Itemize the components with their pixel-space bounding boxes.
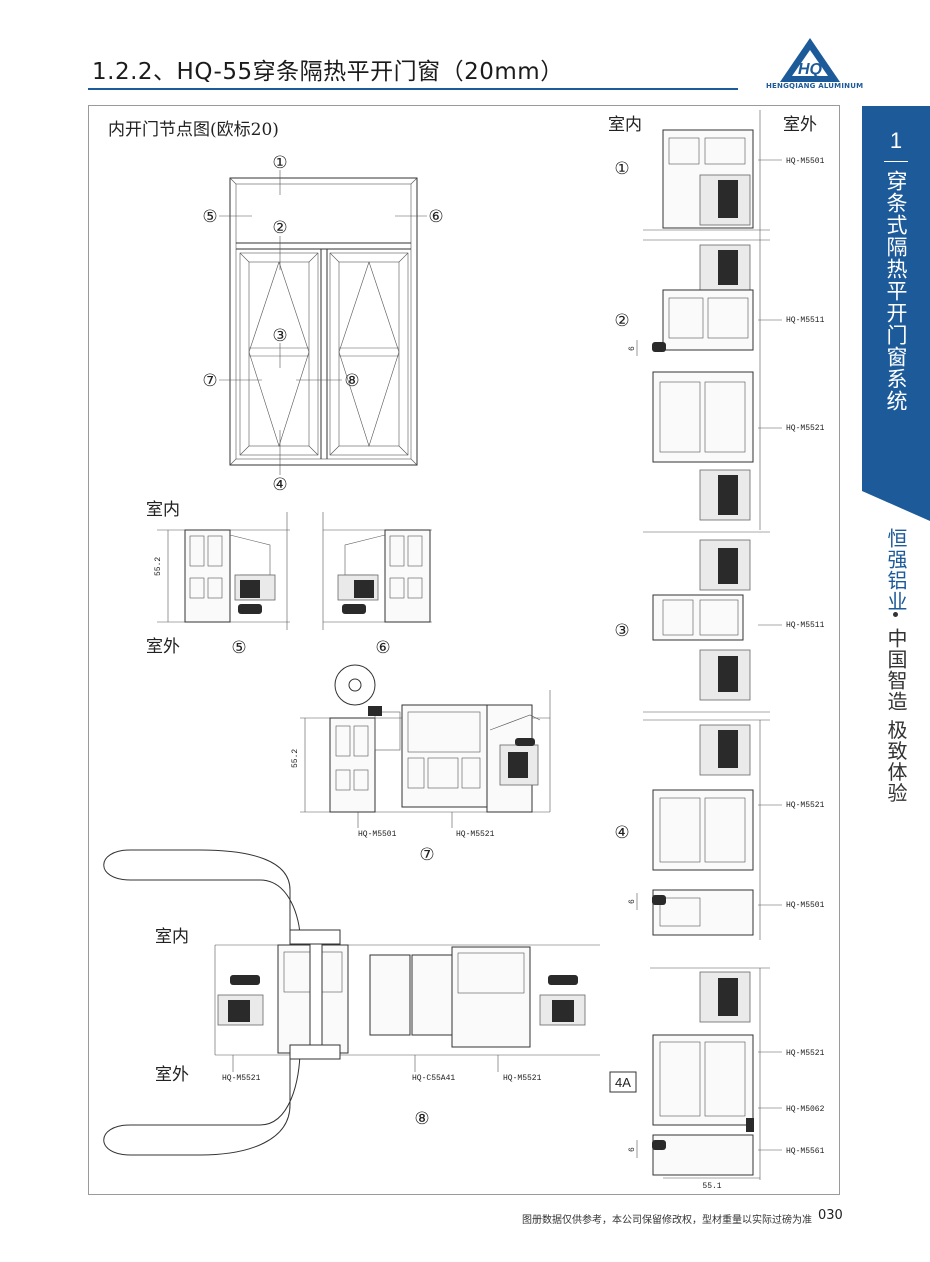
tag-4a-box <box>609 1071 637 1093</box>
code-m5521-s7: HQ-M5521 <box>456 830 495 839</box>
dim-6-c: 6 <box>628 1147 637 1152</box>
callout-8-section: ⑧ <box>414 1109 429 1129</box>
footer-note: 图册数据仅供参考，本公司保留修改权，型材重量以实际过磅为准 <box>522 1215 812 1226</box>
callout-2: ② <box>272 218 287 238</box>
company-logo: HQ <box>780 38 840 82</box>
page-title: 1.2.2、HQ-55穿条隔热平开门窗（20mm） <box>92 59 564 85</box>
callout-4: ④ <box>272 475 287 495</box>
code-m5511-s2: HQ-M5511 <box>786 316 825 325</box>
callout-6: ⑥ <box>428 207 443 227</box>
dim-6-a: 6 <box>628 346 637 351</box>
callout-5-section: ⑤ <box>231 638 246 658</box>
indoor-label-5-6: 室内 <box>146 500 180 520</box>
logo-caption: HENGQIANG ALUMINUM <box>766 82 864 90</box>
logo-letters: HQ <box>798 61 823 78</box>
dim-55-1: 55.1 <box>702 1182 721 1191</box>
brand-slogan: 中国智造 极致体验 <box>884 628 908 804</box>
drawing-frame <box>88 105 840 1195</box>
code-m5511-s3: HQ-M5511 <box>786 621 825 630</box>
dim-55-2-b: 55.2 <box>291 749 300 768</box>
separator-dot <box>893 612 898 617</box>
code-m5521-s8-left: HQ-M5521 <box>222 1074 261 1083</box>
code-m5501-s7: HQ-M5501 <box>358 830 397 839</box>
chapter-number: 1 <box>889 128 903 153</box>
chapter-title: 穿条式隔热平开门窗系统 <box>884 170 908 412</box>
callout-7: ⑦ <box>202 371 217 391</box>
dim-55-2-a: 55.2 <box>154 557 163 576</box>
section-8-profile <box>103 849 600 1156</box>
callout-4-section: ④ <box>614 823 629 843</box>
outdoor-label-8: 室外 <box>155 1065 189 1085</box>
dim-6-b: 6 <box>628 899 637 904</box>
callout-6-section: ⑥ <box>375 638 390 658</box>
page-number: 030 <box>818 1208 843 1223</box>
callout-2-section: ② <box>614 311 629 331</box>
side-tab-background <box>862 106 930 521</box>
code-c55a41-s8: HQ-C55A41 <box>412 1074 455 1083</box>
indoor-label-8: 室内 <box>155 927 189 947</box>
callout-1-section: ① <box>614 159 629 179</box>
elevation-title: 内开门节点图(欧标20) <box>108 120 279 140</box>
outdoor-label-5-6: 室外 <box>146 637 180 657</box>
section-5-profile <box>157 512 290 630</box>
code-m5561-s4a: HQ-M5561 <box>786 1147 825 1156</box>
code-m5501-s4: HQ-M5501 <box>786 901 825 910</box>
callout-3-section: ③ <box>614 621 629 641</box>
code-m5521-s2: HQ-M5521 <box>786 424 825 433</box>
chapter-rule <box>884 161 908 162</box>
vertical-section-column <box>636 110 782 1180</box>
callout-1: ① <box>272 153 287 173</box>
indoor-label-right: 室内 <box>608 115 642 135</box>
callout-5: ⑤ <box>202 207 217 227</box>
callout-3: ③ <box>272 326 287 346</box>
outdoor-label-right: 室外 <box>783 115 817 135</box>
section-6-profile <box>322 512 432 630</box>
brand-name: 恒强铝业 <box>884 528 908 612</box>
callout-8: ⑧ <box>344 371 359 391</box>
code-m5062-s4a: HQ-M5062 <box>786 1105 825 1114</box>
code-m5521-s4: HQ-M5521 <box>786 801 825 810</box>
tag-4a: 4A <box>615 1075 631 1090</box>
section-7-profile <box>300 664 551 828</box>
window-elevation <box>219 170 427 475</box>
code-m5501-s1: HQ-M5501 <box>786 157 825 166</box>
code-m5521-s8-right: HQ-M5521 <box>503 1074 542 1083</box>
header-rule <box>88 88 738 90</box>
callout-7-section: ⑦ <box>419 845 434 865</box>
code-m5521-s4a: HQ-M5521 <box>786 1049 825 1058</box>
